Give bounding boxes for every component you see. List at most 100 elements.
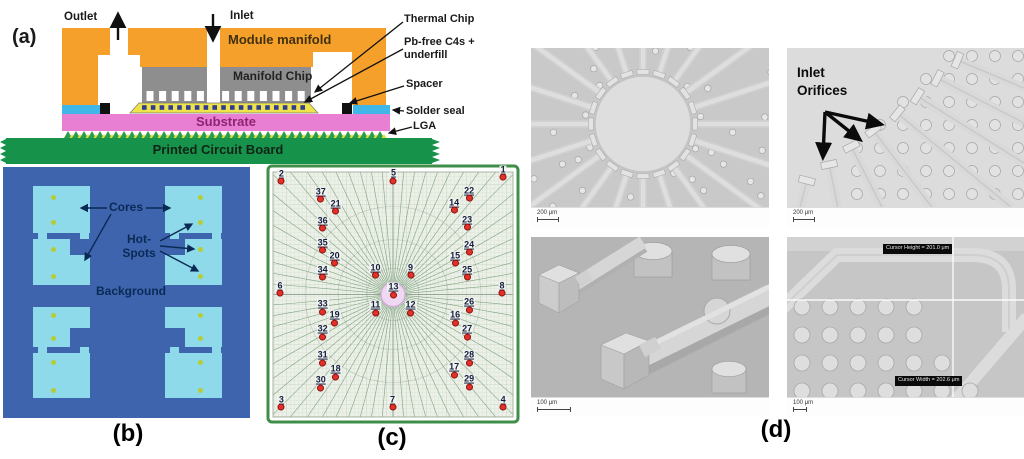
sem-pillar — [578, 187, 586, 195]
measurement-point-2: 2 — [277, 168, 285, 185]
point-number: 7 — [389, 394, 397, 405]
c4-bump — [265, 105, 270, 110]
orifice-cap-group — [595, 147, 607, 162]
hotspot-dot — [50, 273, 56, 279]
sem-wall-edge — [896, 112, 1012, 207]
spacer-left — [100, 103, 110, 114]
thermal-chip-label: Thermal Chip — [404, 13, 475, 25]
sem-bl-art — [538, 237, 769, 394]
measurement-point-11: 11 — [369, 300, 382, 317]
radial-channel-line — [335, 305, 389, 417]
hot-spots-label: Hot- Spots — [115, 232, 163, 261]
radial-channel-line — [404, 283, 513, 294]
radial-channel-line — [273, 300, 383, 365]
sem-br-art — [787, 237, 1024, 397]
radial-channel-line — [404, 273, 513, 293]
green-frame — [266, 164, 520, 424]
orifice-cap — [687, 133, 698, 147]
measurement-point-1: 1 — [499, 164, 507, 181]
point-marker-dot — [317, 384, 325, 392]
core-tab — [170, 233, 179, 239]
orifice-cap — [930, 69, 945, 88]
point-number: 19 — [328, 309, 341, 321]
lga-triangle — [112, 131, 120, 138]
sem-pillar — [943, 96, 955, 108]
orifice-cap-group — [666, 160, 681, 172]
lga-triangle — [376, 131, 384, 138]
beam-shaft — [638, 285, 769, 366]
orifice-cap-group — [909, 87, 926, 106]
measurement-point-4: 4 — [499, 395, 507, 411]
lga-triangle — [80, 131, 88, 138]
orifice-cap-group — [797, 174, 816, 187]
lga-label: LGA — [413, 120, 437, 132]
fin-slot — [259, 91, 267, 101]
point-marker-dot — [319, 333, 327, 341]
sem-pillar — [821, 382, 839, 397]
point-number: 29 — [463, 373, 476, 385]
point-number: 17 — [448, 361, 461, 373]
radial-channel-line — [273, 297, 382, 327]
beam-neck — [639, 337, 661, 357]
core-block — [165, 186, 222, 233]
sem-wall-top — [531, 137, 597, 163]
orifice-cap-group — [950, 51, 965, 70]
c4-bump — [150, 105, 156, 110]
outlet-pocket — [98, 55, 140, 105]
measurement-point-24: 24 — [463, 239, 476, 256]
sem-pillar — [849, 382, 867, 397]
lga-triangle — [304, 131, 312, 138]
sem-wall-top — [534, 48, 604, 97]
inlet-orifices-arrows — [815, 110, 885, 162]
c4-bump — [282, 105, 288, 110]
sem-pillar — [989, 119, 1001, 131]
sem-pillar — [793, 354, 811, 372]
sem-pillar — [758, 146, 766, 154]
c4-bump — [194, 105, 200, 110]
fin-slot — [171, 91, 179, 101]
sem-wall-top — [670, 48, 701, 85]
orifice-cap — [588, 117, 594, 131]
solder-seal-left — [62, 105, 100, 114]
sem-pillar — [877, 354, 895, 372]
point-number: 35 — [316, 237, 329, 248]
point-number: 36 — [316, 215, 329, 226]
orifice-cap — [588, 101, 599, 115]
orifice-cap — [636, 69, 650, 75]
sem-wall-top — [682, 48, 752, 97]
solder-seal-label: Solder seal — [406, 105, 465, 117]
orifice-cap-group — [692, 117, 698, 131]
fin-slots — [146, 91, 305, 101]
hotspot-dot — [50, 194, 56, 200]
sem-pillar — [933, 354, 951, 372]
radial-channel-line — [403, 299, 513, 351]
point-marker-dot — [465, 194, 473, 202]
sem-pillar — [849, 298, 867, 316]
panel-b-floorplan: Cores Hot- Spots Background — [3, 167, 250, 418]
measurement-point-18: 18 — [329, 364, 342, 381]
point-marker-dot — [389, 291, 397, 299]
lga-triangle — [248, 131, 256, 138]
panel-d-letter: (d) — [760, 416, 792, 443]
radial-channel-line — [399, 304, 480, 417]
point-number: 34 — [316, 264, 329, 275]
fin-slot — [146, 91, 154, 101]
hotspot-dot — [50, 387, 56, 393]
orifice-cap — [595, 86, 607, 101]
measurement-point-27: 27 — [461, 324, 474, 341]
radial-channel-line — [273, 296, 382, 316]
lga-triangle — [88, 131, 96, 138]
lga-triangle — [320, 131, 328, 138]
hotspot-dot — [197, 273, 203, 279]
hotspot-dot — [197, 335, 203, 341]
fin-slot — [234, 91, 242, 101]
orifice-cap-group — [652, 168, 666, 179]
c4-bump — [142, 105, 147, 110]
sem-pillar — [943, 188, 955, 200]
radial-channel-line — [273, 299, 383, 351]
lga-triangle — [328, 131, 336, 138]
radial-channel-line — [398, 172, 465, 285]
radial-channel-line — [404, 250, 513, 291]
fin-slot — [285, 91, 293, 101]
